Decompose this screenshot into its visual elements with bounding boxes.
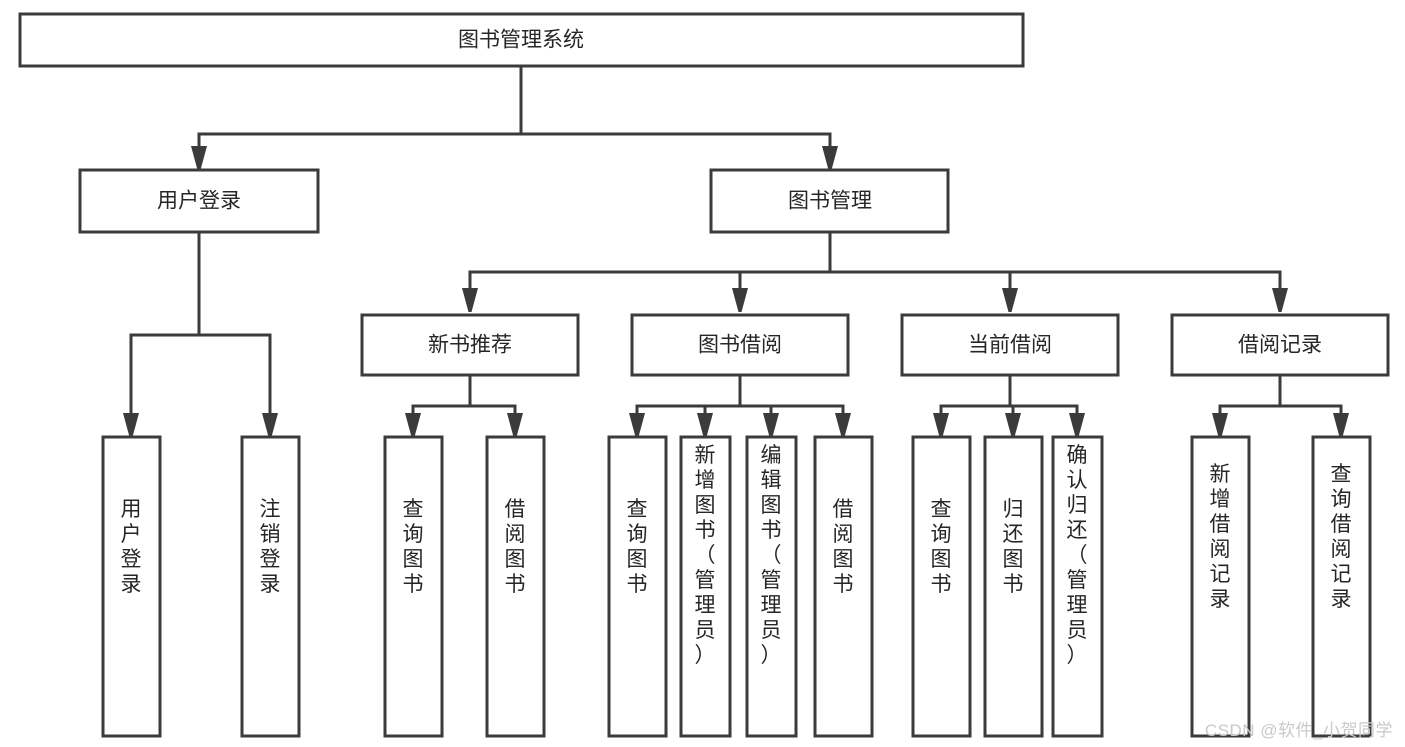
node-label: 查询图书	[627, 498, 648, 596]
connectors-userlogin-to-leaves	[123, 230, 278, 437]
node-label: 查询借阅记录	[1331, 463, 1352, 611]
node-label: 查询图书	[931, 498, 952, 596]
node-label: 新书推荐	[428, 334, 512, 357]
connectors-current-to-leaves	[933, 373, 1085, 437]
node-label: 图书管理	[788, 190, 872, 213]
node-new-book-recommend[interactable]: 新书推荐	[360, 313, 580, 377]
leaf-add-borrow-record[interactable]: 新增借阅记录	[1190, 435, 1251, 738]
node-label: 查询图书	[403, 498, 424, 596]
node-label: 注销登录	[260, 498, 281, 596]
connectors-record-to-leaves	[1212, 373, 1349, 437]
leaf-borrow-book-new[interactable]: 借阅图书	[485, 435, 546, 738]
connectors-bookmgmt-to-level3	[462, 230, 1288, 312]
node-label: 新增借阅记录	[1210, 463, 1231, 611]
node-label: 用户登录	[157, 190, 241, 213]
leaf-query-book-borrow[interactable]: 查询图书	[607, 435, 668, 738]
connectors-root-to-level2	[191, 64, 838, 170]
node-book-borrow[interactable]: 图书借阅	[630, 313, 850, 377]
connectors-newbook-to-leaves	[405, 373, 523, 437]
node-label: 借阅图书	[833, 498, 854, 596]
node-label: 新增图书（管理员）	[695, 444, 716, 667]
leaf-add-book-admin[interactable]: 新增图书（管理员）	[679, 435, 732, 738]
node-root-system[interactable]: 图书管理系统	[18, 12, 1025, 68]
node-book-management[interactable]: 图书管理	[709, 168, 950, 234]
leaf-query-book-current[interactable]: 查询图书	[911, 435, 972, 738]
node-label: 图书借阅	[698, 334, 782, 357]
node-label: 编辑图书（管理员）	[761, 444, 782, 667]
node-user-login[interactable]: 用户登录	[78, 168, 320, 234]
leaf-borrow-book[interactable]: 借阅图书	[813, 435, 874, 738]
connectors-borrow-to-leaves	[629, 373, 851, 437]
node-borrow-record[interactable]: 借阅记录	[1170, 313, 1390, 377]
leaf-edit-book-admin[interactable]: 编辑图书（管理员）	[745, 435, 798, 738]
leaf-query-book-new[interactable]: 查询图书	[383, 435, 444, 738]
node-label: 归还图书	[1003, 498, 1024, 596]
node-current-borrow[interactable]: 当前借阅	[900, 313, 1120, 377]
leaf-user-login[interactable]: 用户登录	[101, 435, 162, 738]
node-label: 借阅记录	[1238, 334, 1322, 357]
leaf-logout[interactable]: 注销登录	[240, 435, 301, 738]
leaf-confirm-return-admin[interactable]: 确认归还（管理员）	[1051, 435, 1104, 738]
csdn-watermark: CSDN @软件_小贺同学	[1204, 721, 1393, 740]
leaf-query-borrow-record[interactable]: 查询借阅记录	[1311, 435, 1372, 738]
node-label: 借阅图书	[505, 498, 526, 596]
node-label: 图书管理系统	[458, 29, 584, 52]
leaf-return-book[interactable]: 归还图书	[983, 435, 1044, 738]
node-label: 确认归还（管理员）	[1067, 444, 1088, 667]
node-label: 用户登录	[121, 498, 142, 596]
node-label: 当前借阅	[968, 334, 1052, 357]
